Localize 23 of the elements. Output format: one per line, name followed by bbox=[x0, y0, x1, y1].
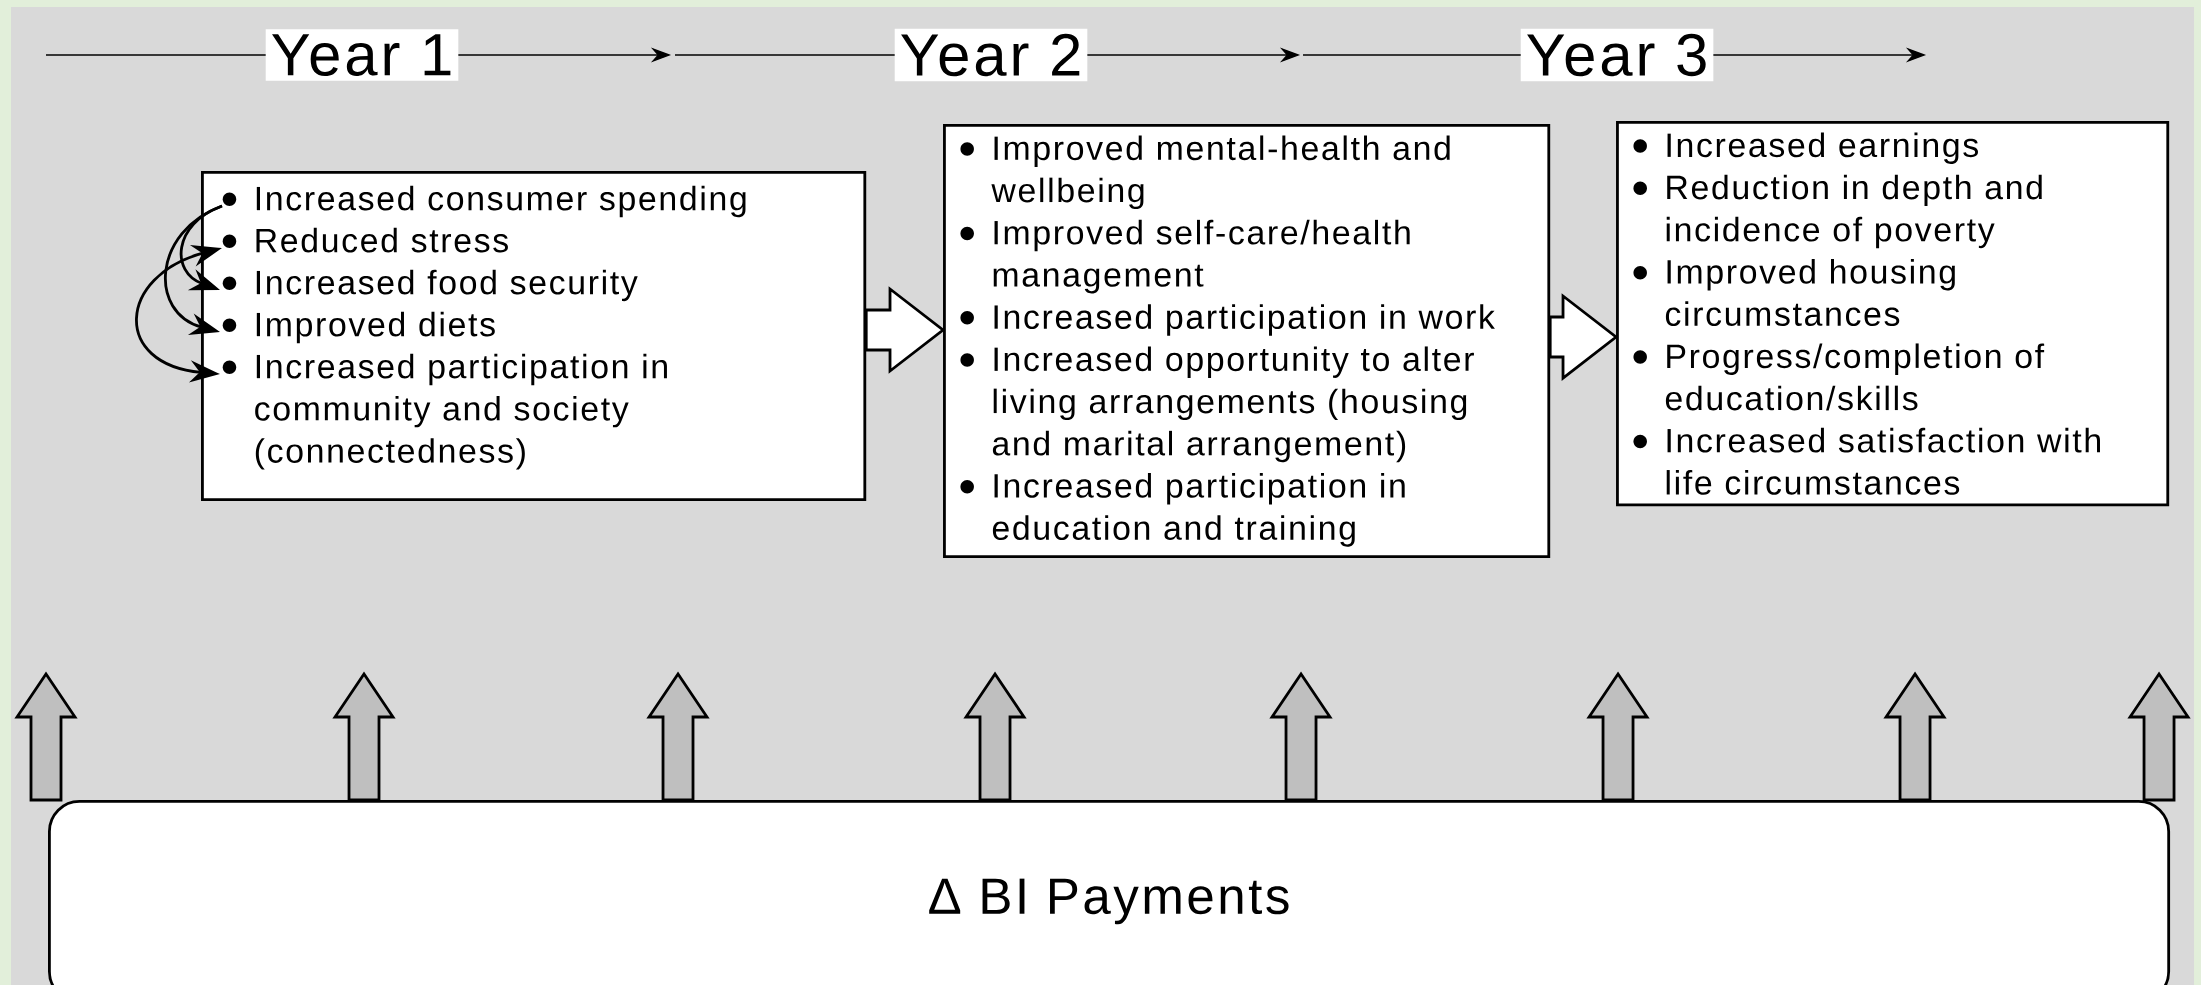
payments-box: Δ BI Payments bbox=[48, 800, 2171, 985]
block-arrow bbox=[1269, 671, 1333, 802]
list-item: Improved diets bbox=[222, 311, 495, 344]
block-arrow bbox=[646, 671, 710, 802]
block-arrow bbox=[963, 671, 1027, 802]
outcome-box bbox=[201, 171, 867, 501]
block-arrow bbox=[2127, 671, 2191, 802]
block-arrow bbox=[1883, 671, 1947, 802]
outcome-box: Increased earnings Reduction in depth and incidence of poverty Improved housing circumstances Progress/completion of education/skills Increased satisfaction with life circumstances bbox=[1616, 121, 2170, 507]
list-item: Reduced stress bbox=[222, 227, 508, 253]
block-arrow bbox=[332, 671, 396, 802]
block-arrow bbox=[14, 671, 78, 802]
list-item: Increased consumer spending bbox=[222, 185, 746, 218]
block-arrow bbox=[864, 286, 946, 374]
year-label: Year 2 bbox=[894, 28, 1088, 82]
year-label: Year 1 bbox=[265, 29, 459, 81]
year-label: Year 3 bbox=[1520, 28, 1714, 82]
list-item: Increased food security bbox=[222, 269, 638, 302]
list-item: Increased participation in community and society (connectedness) bbox=[222, 353, 667, 470]
outcome-box: Improved mental-health and wellbeing Improved self-care/health management Increased participation in work Increased opportunity to alter living arrangements (housing and marital arrangement) Increased participation in education and training bbox=[943, 124, 1551, 559]
block-arrow bbox=[1586, 671, 1650, 802]
curved-arrow bbox=[164, 204, 223, 335]
block-arrow bbox=[1548, 293, 1619, 381]
